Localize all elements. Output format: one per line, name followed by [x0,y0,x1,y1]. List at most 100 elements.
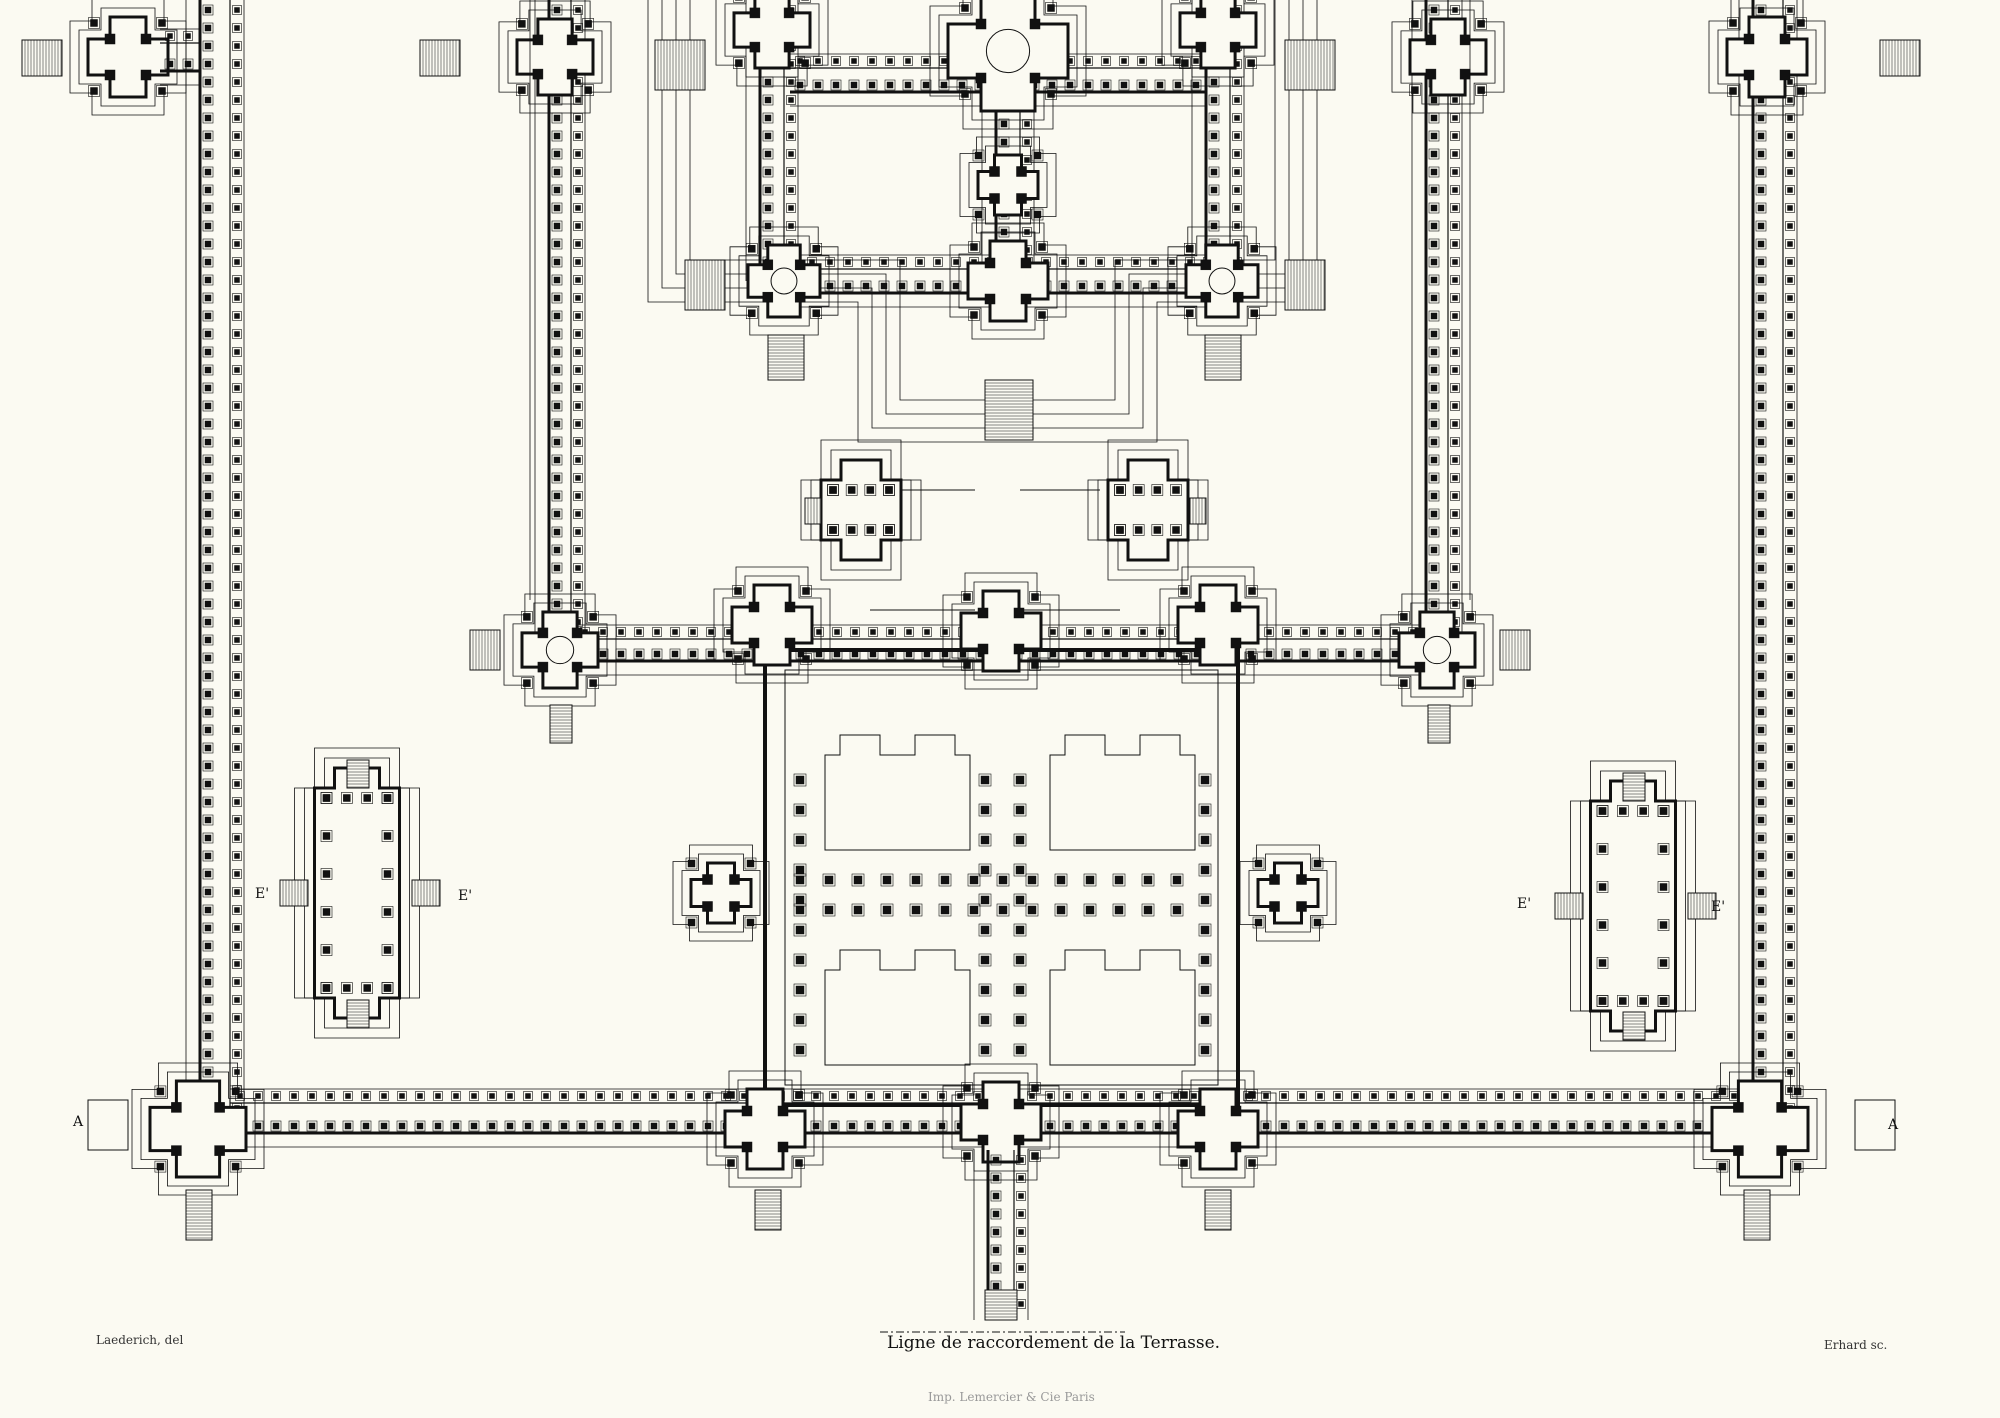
pillar-base [232,977,242,987]
pillar-base [990,1208,1002,1220]
pillar [853,875,863,885]
pillar-base [1208,112,1220,124]
pillar [980,1045,990,1055]
pillar [1605,1093,1611,1099]
pillar-base [725,1089,737,1101]
pavilion-pier [571,627,583,639]
pillar [234,493,240,499]
pillar [672,629,678,635]
pillar-base [1371,648,1383,660]
stairway [279,879,309,907]
pillar [980,865,990,875]
pillar-base [799,0,811,3]
pillar-base [1245,57,1257,69]
pillar [1031,593,1039,601]
pillar-base [232,185,242,195]
pillar-base [1755,472,1767,484]
pillar-base [1450,221,1460,231]
pillar-base [1198,923,1212,937]
pillar [1186,245,1194,253]
pillar-base [1101,56,1111,66]
pillar [1191,1093,1197,1099]
pillar-base [1785,509,1795,519]
pillar [1757,852,1765,860]
pillar-base [232,383,242,393]
basin-outline [1049,734,1196,851]
pillar [1266,629,1272,635]
pillar-base [1252,857,1265,870]
pillar-base [786,113,796,123]
pillar [1407,1093,1413,1099]
pillar-base [961,591,973,603]
pillar [1757,402,1765,410]
pillar [849,1093,855,1099]
pillar [204,672,212,680]
pillar [575,421,581,427]
pillar [1604,1122,1612,1130]
pillar [1430,330,1438,338]
pillar-base [202,382,214,394]
pillar-base [940,627,950,637]
pillar [185,33,191,39]
pillar-base [232,59,242,69]
pillar [1301,650,1309,658]
pillar-base [1422,1120,1434,1132]
pillar-base [1184,307,1196,320]
pillar [980,775,990,785]
pillar-base [1785,95,1795,105]
pillar [1103,58,1109,64]
pillar [1478,1122,1486,1130]
pillar-base [1639,1091,1649,1101]
pillar [1787,115,1793,121]
pillar [748,309,756,317]
pillar [1143,905,1153,915]
pillar-base [631,1091,641,1101]
pillar [204,942,212,950]
pillar [1452,295,1458,301]
pavilion-pier [794,291,806,303]
pillar-base [202,994,214,1006]
pillar [1210,114,1218,122]
pillar [795,1015,805,1025]
pillar-base [1154,79,1166,91]
pillar [1173,1093,1179,1099]
pillar [575,97,581,103]
pillar-base [202,508,214,520]
section-mark-e-right-west: E' [1517,896,1532,912]
pillar [204,96,212,104]
pillar [1084,81,1092,89]
pillar-base [864,1120,876,1132]
pillar [234,241,240,247]
pillar [383,870,392,878]
pillar-base [1755,310,1767,322]
pillar [234,97,240,103]
pillar [234,349,240,355]
pillar [941,58,947,64]
cross-pavilion [148,1079,248,1179]
pillar-base [1755,400,1767,412]
pillar [1787,961,1793,967]
pillar-base [1450,113,1460,123]
pillar-base [1530,1120,1542,1132]
pillar-base [1083,903,1097,917]
pillar-base [732,585,744,597]
pillar [1568,1122,1576,1130]
pillar [1018,1193,1024,1199]
pillar-base [1428,508,1440,520]
pillar-base [903,56,913,66]
pillar [204,1032,212,1040]
pillar-base [232,815,242,825]
pillar-base [1016,1245,1026,1255]
pillar-base [1232,203,1242,213]
pillar-base [1755,544,1767,556]
pillar [1047,4,1055,12]
pillar-base [1637,805,1649,817]
pillar [922,81,930,89]
pillar-base [1155,56,1165,66]
pillar [1640,1122,1648,1130]
pillar-base [793,1157,805,1169]
pillar [322,870,331,878]
pillar [963,661,971,669]
pillar-base [1045,2,1057,14]
pillar-base [232,275,242,285]
